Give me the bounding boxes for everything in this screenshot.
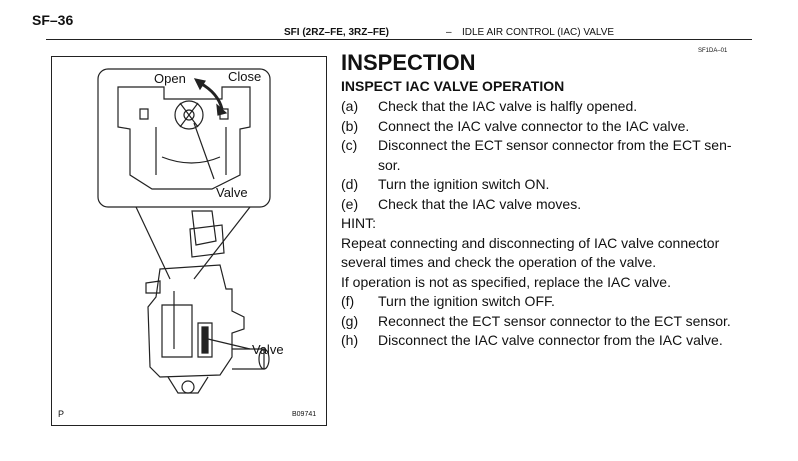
header-topic: IDLE AIR CONTROL (IAC) VALVE	[462, 27, 615, 38]
iac-valve-illustration: Open Close Valve Valve P B09741	[51, 56, 327, 426]
open-label: Open	[154, 71, 186, 86]
hint-line-2: several times and check the operation of…	[341, 254, 657, 270]
hint-line-1: Repeat connecting and disconnecting of I…	[341, 235, 720, 251]
header-section: SFI (2RZ–FE, 3RZ–FE)	[284, 27, 390, 38]
valve-label-bottom: Valve	[252, 342, 284, 357]
step-letter: (e)	[341, 196, 359, 212]
valve-slot	[197, 322, 213, 358]
valve-label-top: Valve	[216, 185, 248, 200]
step-text: Turn the ignition switch OFF.	[378, 293, 555, 309]
corner-letter: P	[58, 409, 65, 419]
step-text: Check that the IAC valve moves.	[378, 196, 582, 212]
step-letter: (a)	[341, 98, 359, 114]
step-letter: (d)	[341, 176, 359, 192]
section-subtitle: INSPECT IAC VALVE OPERATION	[341, 78, 565, 94]
step-letter: (c)	[341, 137, 358, 153]
step-text: Turn the ignition switch ON.	[378, 176, 550, 192]
hint-line-3: If operation is not as specified, replac…	[341, 274, 671, 290]
open-close-arrow	[199, 81, 224, 110]
step-text: Reconnect the ECT sensor connector to th…	[378, 313, 731, 329]
step-text: Disconnect the IAC valve connector from …	[378, 332, 723, 348]
header-rule	[46, 39, 752, 40]
header-separator: –	[446, 27, 452, 38]
step-letter: (f)	[341, 293, 355, 309]
detail-inset-frame	[97, 68, 271, 208]
iac-valve-drawing	[97, 68, 271, 394]
section-title: INSPECTION	[341, 50, 476, 75]
step-text: Check that the IAC valve is halfly opene…	[378, 98, 638, 114]
hint-label: HINT:	[341, 215, 376, 231]
step-text: Disconnect the ECT sensor connector from…	[378, 137, 732, 153]
page-id: SF–36	[32, 12, 74, 28]
close-label: Close	[228, 69, 262, 84]
step-text: sor.	[378, 157, 401, 173]
step-letter: (h)	[341, 332, 359, 348]
valve-body	[147, 264, 245, 378]
step-letter: (b)	[341, 118, 359, 134]
figure-code: B09741	[292, 411, 317, 418]
step-text: Connect the IAC valve connector to the I…	[378, 118, 690, 134]
document-code: SF1DA–01	[698, 48, 728, 54]
rotary-valve-circle	[174, 100, 204, 130]
step-letter: (g)	[341, 313, 359, 329]
